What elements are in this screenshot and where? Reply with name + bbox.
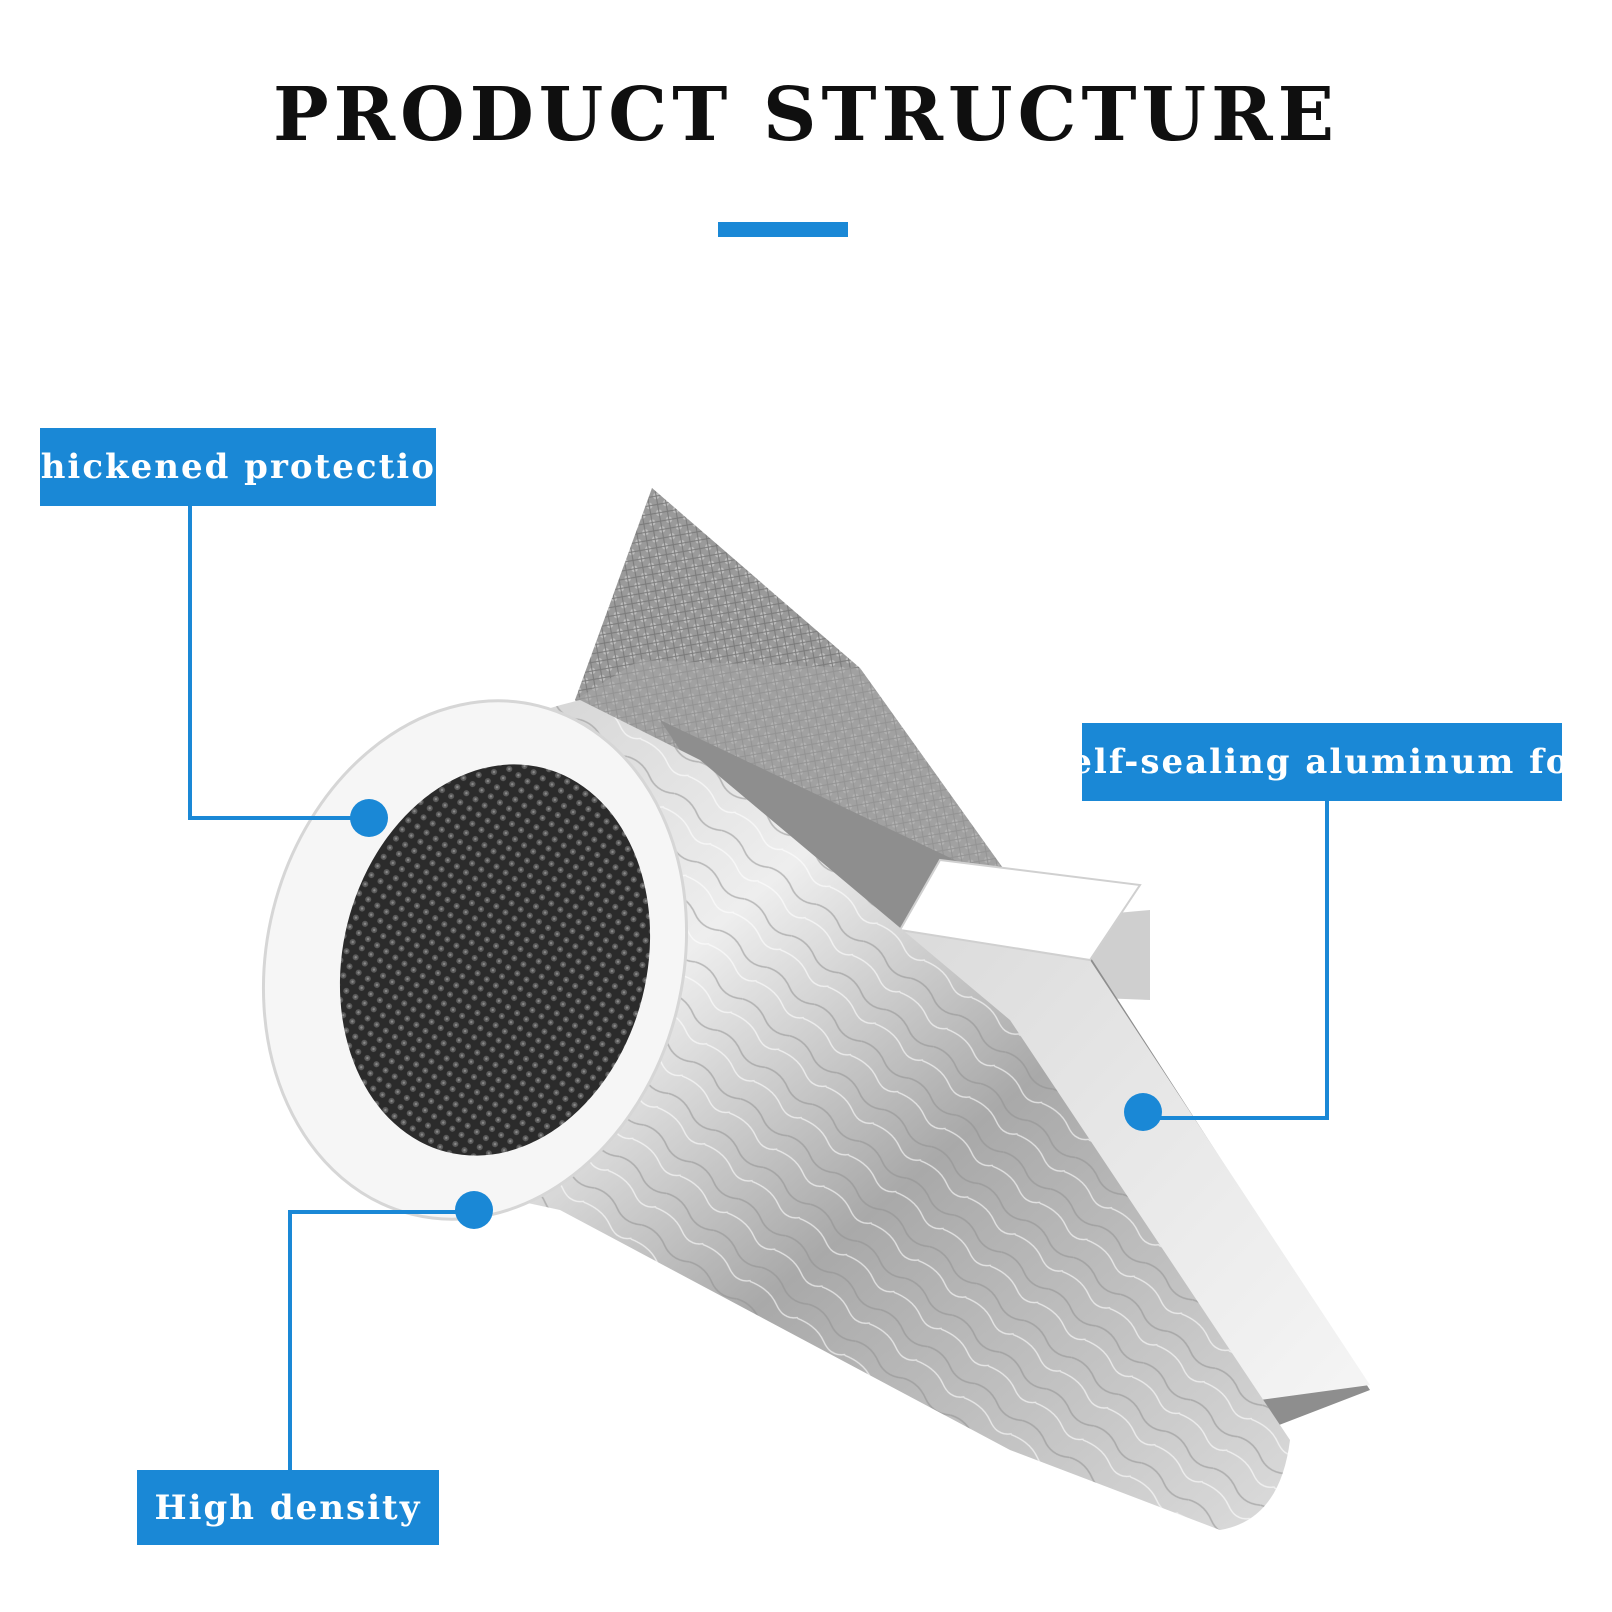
page-title: PRODUCT STRUCTURE [273,72,1339,158]
callout-thickened-protection: Thickened protection [13,428,461,506]
inner-foil [339,764,651,1156]
adhesive-strip [860,860,1370,1400]
callout-high-density: High density [137,1470,439,1545]
marker-dot-density [455,1191,493,1229]
marker-dot-foil [1124,1093,1162,1131]
callout-self-sealing-foil: Self-sealing aluminum foil [1044,723,1598,801]
title-underline [718,222,848,237]
marker-dot-thickened [350,799,388,837]
